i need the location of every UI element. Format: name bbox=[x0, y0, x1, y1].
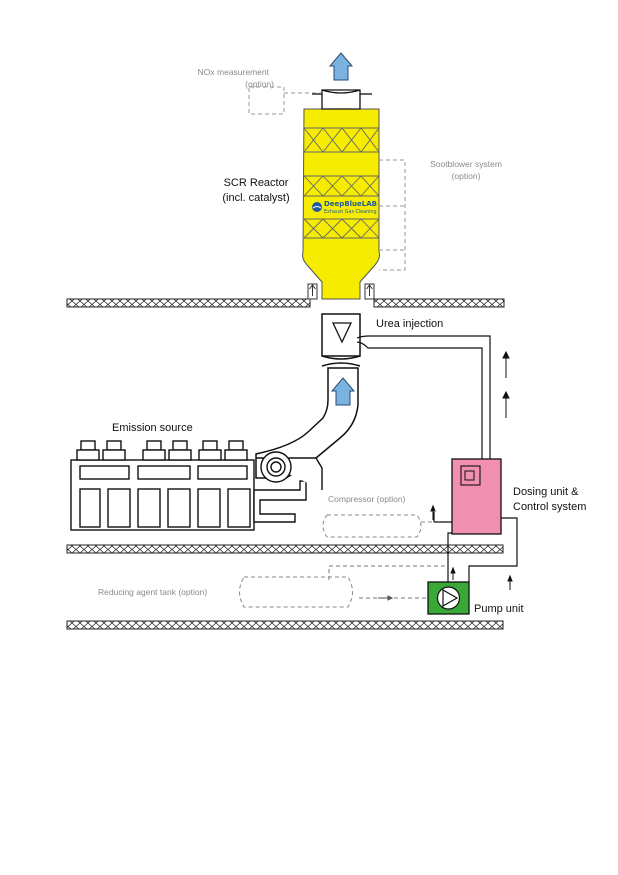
compressor-option bbox=[322, 514, 450, 538]
pump-unit-label: Pump unit bbox=[474, 603, 524, 615]
deepbluelab-logo: DeepBlueLAB Exhaust Gas Cleaning bbox=[312, 200, 377, 215]
reducing-agent-label: Reducing agent tank (option) bbox=[98, 587, 207, 597]
floor-middle bbox=[66, 544, 504, 554]
pump-lines bbox=[447, 517, 518, 582]
fan-icon bbox=[260, 451, 292, 483]
emission-source-label: Emission source bbox=[112, 422, 193, 434]
scr-label-line1: SCR Reactor bbox=[224, 177, 289, 189]
reactor-body bbox=[302, 108, 380, 300]
nox-measurement-option bbox=[248, 86, 322, 115]
scr-label-line2: (incl. catalyst) bbox=[222, 192, 289, 204]
pump-triangle-icon bbox=[442, 588, 459, 608]
outlet-pipe bbox=[312, 89, 372, 110]
dosing-unit bbox=[451, 458, 502, 535]
dosing-label-line2: Control system bbox=[513, 501, 586, 513]
flow-arrow-icon bbox=[330, 377, 356, 406]
dosing-label-line1: Dosing unit & bbox=[513, 486, 579, 498]
flow-direction-arrows bbox=[430, 350, 513, 590]
logo-name: DeepBlueLAB bbox=[324, 200, 377, 208]
urea-injection-label: Urea injection bbox=[376, 318, 443, 330]
emission-source-engine bbox=[70, 440, 323, 531]
urea-line bbox=[356, 335, 491, 523]
reducing-agent-tank-option bbox=[239, 576, 353, 608]
sootblower-option bbox=[379, 159, 406, 271]
reducing-agent-line bbox=[328, 565, 448, 599]
small-flow-arrow bbox=[378, 595, 394, 601]
floor-bottom bbox=[66, 620, 504, 630]
pump-unit bbox=[427, 581, 470, 615]
scr-reactor bbox=[302, 108, 380, 300]
nox-label-line2: (option) bbox=[245, 79, 274, 89]
reactor-supports bbox=[307, 283, 375, 300]
logo-tagline: Exhaust Gas Cleaning bbox=[324, 209, 377, 215]
triangle-icon bbox=[331, 322, 353, 344]
compressor-label: Compressor (option) bbox=[328, 494, 406, 504]
sootblower-label-line2: (option) bbox=[452, 171, 481, 181]
sootblower-label-line1: Sootblower system bbox=[430, 159, 502, 169]
flow-arrow-icon bbox=[328, 52, 354, 81]
nox-label-line1: NOx measurement bbox=[198, 67, 270, 77]
floor-top bbox=[66, 298, 505, 308]
